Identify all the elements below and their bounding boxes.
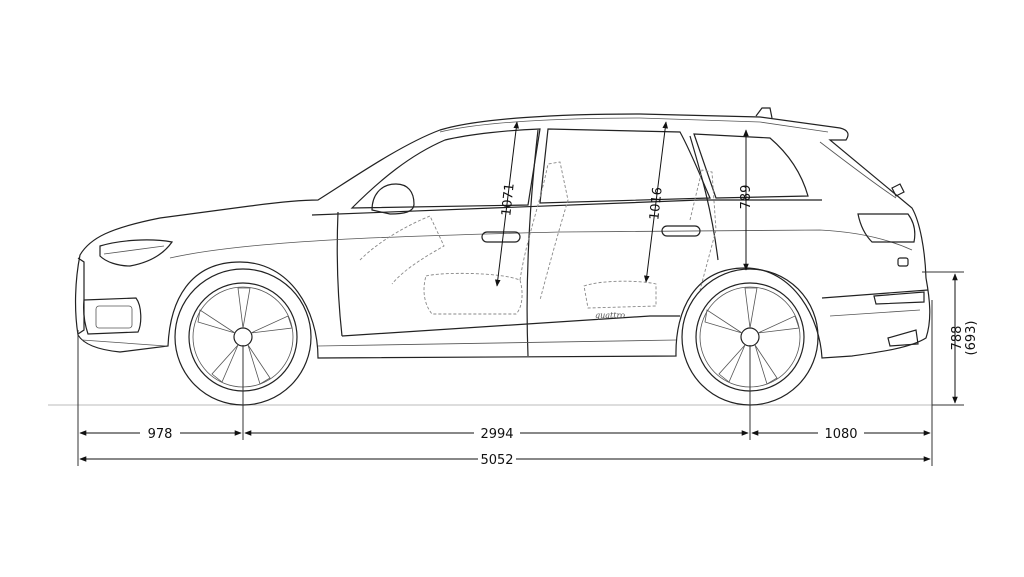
dim-rear-headroom: 1016 xyxy=(644,121,668,283)
height-label: 788 xyxy=(950,326,965,351)
rear-headroom-label: 1016 xyxy=(647,186,665,220)
dim-rear-overhang: 1080 xyxy=(751,427,931,442)
third-row-headroom-label: 789 xyxy=(739,185,754,210)
dim-front-overhang: 978 xyxy=(79,427,242,442)
extension-lines xyxy=(77,271,964,466)
front-headroom-label: 1071 xyxy=(499,182,517,216)
rear-overhang-label: 1080 xyxy=(824,427,857,442)
dim-wheelbase: 2994 xyxy=(244,427,749,442)
front-overhang-label: 978 xyxy=(148,427,173,442)
car-body-outline: quattro xyxy=(74,107,931,359)
dim-front-headroom: 1071 xyxy=(494,121,520,287)
height-alt-label: (693) xyxy=(964,321,979,356)
quattro-badge: quattro xyxy=(595,311,625,320)
dim-third-row-headroom: 789 xyxy=(739,129,754,271)
overall-length-label: 5052 xyxy=(480,453,513,468)
seat-outlines xyxy=(359,161,717,315)
dim-overall-length: 5052 xyxy=(79,453,931,468)
wheelbase-label: 2994 xyxy=(480,427,513,442)
dim-height: 788 (693) xyxy=(950,273,979,404)
